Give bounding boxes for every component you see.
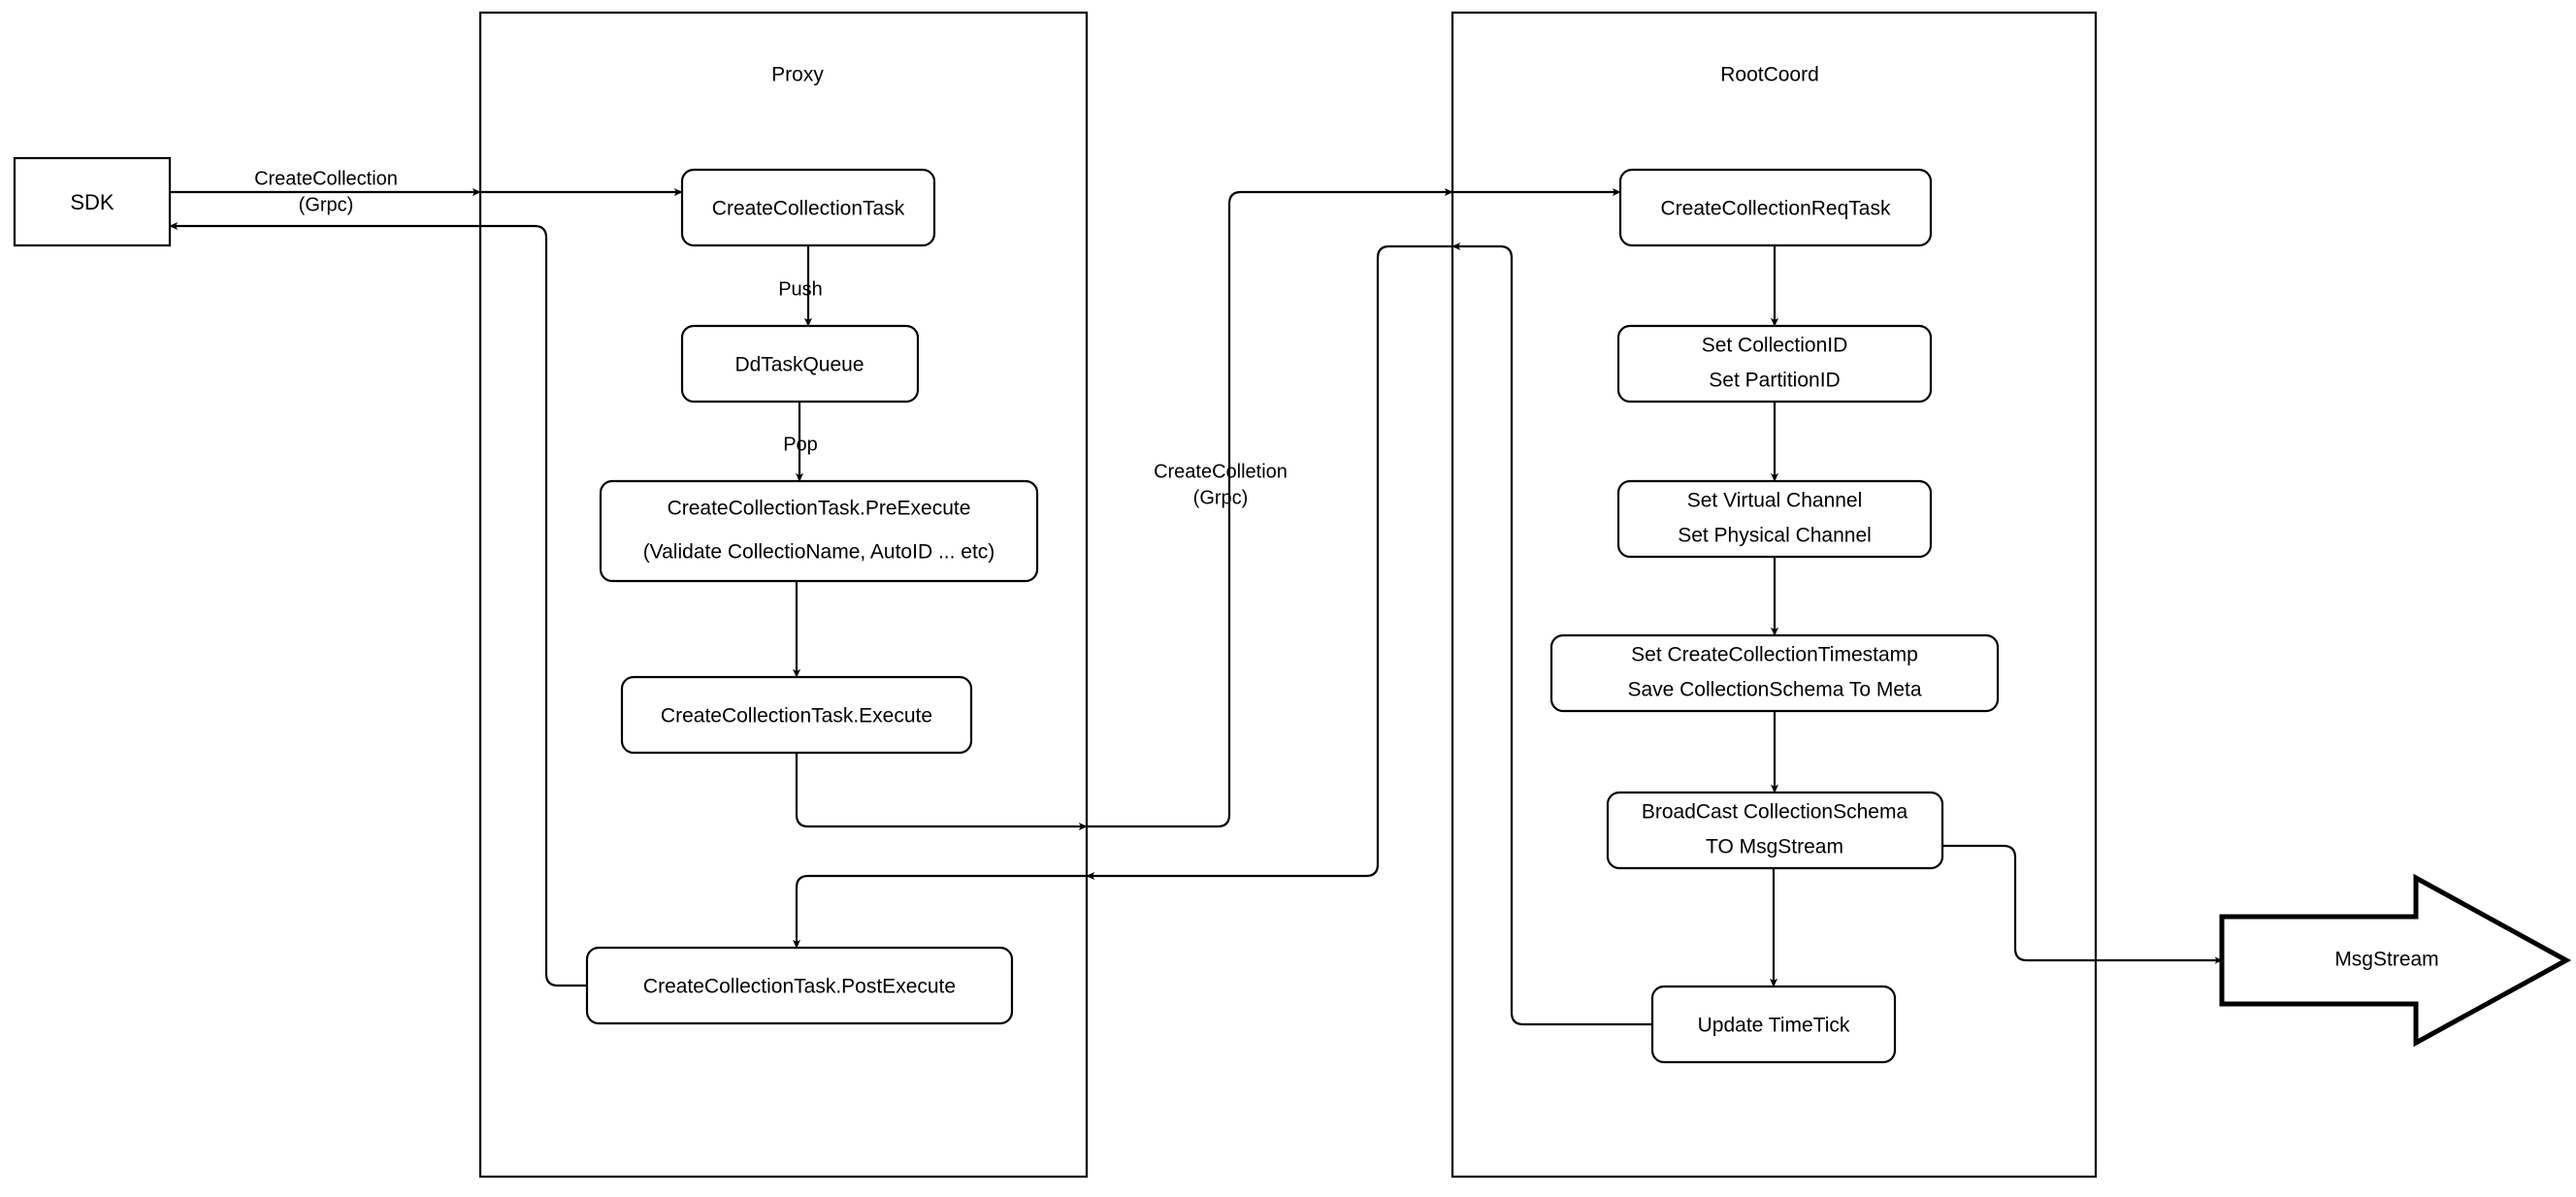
node-set-timestamp[interactable]: Set CreateCollectionTimestamp Save Colle… [1549, 633, 2000, 713]
pre-execute-rect [599, 479, 1039, 583]
set-channels-label-line1: Set Virtual Channel [1687, 490, 1863, 512]
msgstream-label: MsgStream [2334, 949, 2438, 971]
edge-proxy-to-rootcoord-grpc [1087, 187, 1453, 828]
edge-broadcast-to-msgstream [1942, 844, 2223, 964]
pop-label: Pop [783, 434, 818, 455]
proxy-container-label: Proxy [771, 64, 824, 86]
sdk-grpc-label-line2: (Grpc) [299, 194, 354, 215]
update-timetick-label: Update TimeTick [1698, 1015, 1850, 1037]
node-broadcast[interactable]: BroadCast CollectionSchema TO MsgStream [1606, 791, 1944, 870]
edge-label-sdk-grpc: CreateCollection (Grpc) [254, 168, 398, 215]
edge-rootcoord-response-to-proxy-boundary [1086, 244, 1452, 881]
push-label: Push [778, 278, 823, 300]
set-channels-label-line2: Set Physical Channel [1678, 525, 1872, 547]
rootcoord-grpc-label-line1: CreateColletion [1154, 461, 1288, 482]
node-create-collection-req-task[interactable]: CreateCollectionReqTask [1618, 168, 1933, 247]
edge-postexecute-to-sdk [169, 221, 587, 987]
node-set-channels[interactable]: Set Virtual Channel Set Physical Channel [1616, 479, 1933, 559]
node-pre-execute[interactable]: CreateCollectionTask.PreExecute (Validat… [599, 479, 1039, 583]
msgstream-arrow-shape [2219, 873, 2572, 1048]
broadcast-label-line2: TO MsgStream [1706, 836, 1843, 858]
set-timestamp-label-line1: Set CreateCollectionTimestamp [1631, 644, 1918, 666]
node-update-timetick[interactable]: Update TimeTick [1650, 985, 1897, 1064]
edge-execute-to-proxy-boundary [795, 753, 1088, 831]
node-create-collection-task[interactable]: CreateCollectionTask [680, 168, 936, 247]
pre-execute-label-line1: CreateCollectionTask.PreExecute [668, 498, 971, 520]
node-post-execute[interactable]: CreateCollectionTask.PostExecute [585, 946, 1014, 1025]
sdk-label: SDK [70, 190, 114, 214]
broadcast-label-line1: BroadCast CollectionSchema [1642, 801, 1908, 824]
msgstream-node[interactable]: MsgStream [2219, 873, 2572, 1048]
create-collection-req-task-label: CreateCollectionReqTask [1661, 198, 1891, 220]
node-execute[interactable]: CreateCollectionTask.Execute [620, 675, 973, 755]
create-collection-task-label: CreateCollectionTask [712, 198, 905, 220]
post-execute-label: CreateCollectionTask.PostExecute [643, 976, 956, 998]
edge-response-to-postexecute [792, 874, 1087, 949]
set-timestamp-label-line2: Save CollectionSchema To Meta [1627, 679, 1921, 701]
execute-label: CreateCollectionTask.Execute [661, 705, 932, 728]
rootcoord-container-label: RootCoord [1720, 64, 1819, 86]
node-dd-task-queue[interactable]: DdTaskQueue [680, 324, 920, 404]
set-ids-label-line2: Set PartitionID [1709, 370, 1840, 392]
sdk-grpc-label-line1: CreateCollection [254, 168, 398, 189]
pre-execute-label-line2: (Validate CollectioName, AutoID ... etc) [643, 541, 995, 564]
dd-task-queue-label: DdTaskQueue [734, 354, 864, 376]
sdk-node[interactable]: SDK [13, 156, 172, 247]
rootcoord-grpc-label-line2: (Grpc) [1193, 487, 1249, 508]
edge-timetick-to-rootcoord-boundary [1451, 242, 1652, 1026]
node-set-ids[interactable]: Set CollectionID Set PartitionID [1616, 324, 1933, 404]
set-ids-label-line1: Set CollectionID [1702, 335, 1848, 357]
edge-label-proxy-rootcoord-grpc: CreateColletion (Grpc) [1154, 461, 1288, 508]
sdk-rect [13, 156, 172, 247]
